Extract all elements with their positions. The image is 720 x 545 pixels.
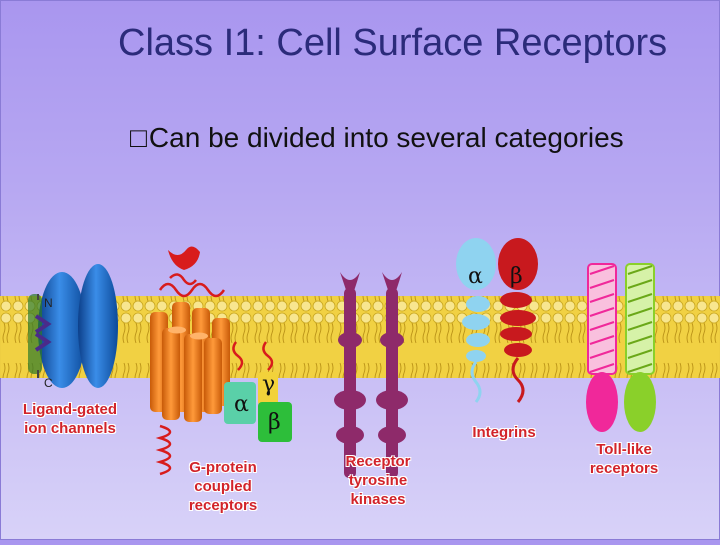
integrin-alpha-label: α — [468, 264, 483, 289]
bullet-glyph: □ — [130, 122, 147, 153]
label-rtk: Receptor tyrosine kinases — [345, 453, 411, 508]
label-integrins: Integrins — [472, 424, 536, 441]
label-gpcr: G-protein coupled receptors — [188, 459, 258, 514]
g-gamma-label: γ — [262, 372, 276, 397]
ligand-gated-channel — [28, 264, 118, 388]
toll-like-receptor — [586, 263, 656, 432]
integrin-receptor — [456, 238, 538, 403]
receptor-diagram — [0, 238, 720, 478]
c-terminal-label: C — [44, 376, 53, 390]
bullet-point: □Can be divided into several categories — [130, 122, 624, 154]
g-alpha-label: α — [234, 392, 249, 417]
integrin-beta-label: β — [510, 264, 523, 289]
receptor-tyrosine-kinase — [334, 272, 408, 478]
n-terminal-label: N — [44, 296, 53, 310]
g-beta-label: β — [268, 410, 281, 435]
bullet-text: Can be divided into several categories — [148, 122, 624, 153]
label-toll-like: Toll-like receptors — [589, 441, 659, 477]
slide-title: Class I1: Cell Surface Receptors — [118, 22, 668, 64]
label-ligand-gated: Ligand-gated ion channels — [22, 401, 118, 437]
gpcr-receptor — [150, 246, 292, 476]
receptor-figure: N C α γ β α β Ligand-gated ion channels … — [0, 230, 720, 540]
